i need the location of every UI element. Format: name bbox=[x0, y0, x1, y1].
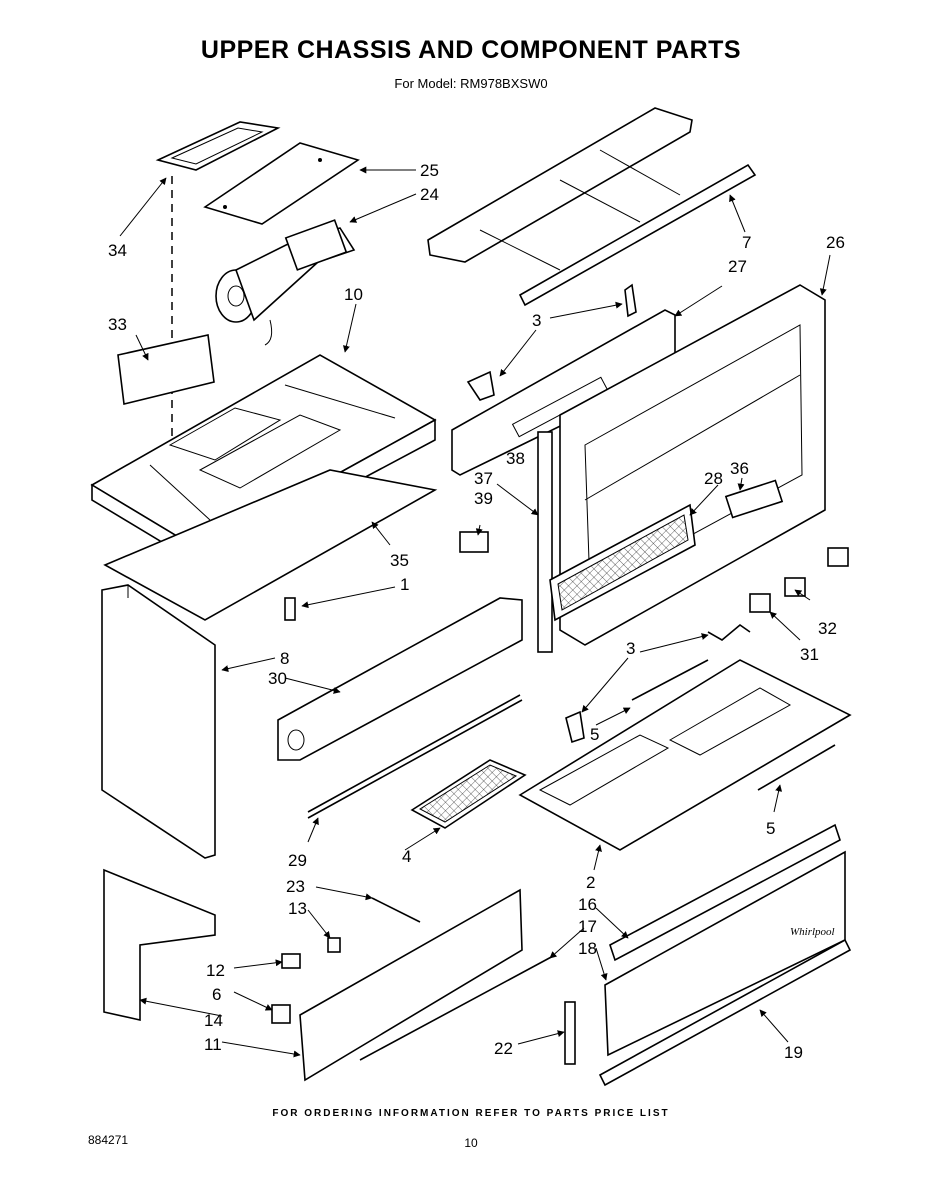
part-39-connector bbox=[459, 531, 489, 553]
part-19-trim bbox=[598, 938, 852, 1087]
callout-14: 14 bbox=[204, 1011, 223, 1030]
callout-35: 35 bbox=[390, 551, 409, 570]
part-30-bar bbox=[277, 597, 523, 761]
part-34-bracket bbox=[155, 121, 281, 171]
callout-39: 39 bbox=[474, 489, 493, 508]
callout-31: 31 bbox=[800, 645, 819, 664]
part-32-knob-a bbox=[784, 577, 806, 597]
callout-36: 36 bbox=[730, 459, 749, 478]
part-3-bracket-left bbox=[466, 370, 495, 401]
part-14-bracket bbox=[103, 868, 216, 1021]
part-32-knob-b bbox=[827, 547, 849, 567]
part-28-mesh-panel bbox=[549, 503, 696, 622]
part-25-plate bbox=[203, 142, 360, 225]
part-38-trim-strip bbox=[537, 431, 553, 653]
callout-37: 37 bbox=[474, 469, 493, 488]
part-4-filter bbox=[410, 759, 527, 829]
part-29-rod bbox=[307, 694, 521, 813]
part-2-lower-chassis bbox=[518, 659, 852, 851]
callout-3-mid: 3 bbox=[626, 639, 635, 658]
part-5-rod-b bbox=[757, 744, 836, 791]
part-33-plate bbox=[117, 334, 215, 405]
callout-12: 12 bbox=[206, 961, 225, 980]
callout-8: 8 bbox=[280, 649, 289, 668]
callout-28: 28 bbox=[704, 469, 723, 488]
callout-19: 19 bbox=[784, 1043, 803, 1062]
callout-22: 22 bbox=[494, 1039, 513, 1058]
callout-3-top: 3 bbox=[532, 311, 541, 330]
part-36-clips bbox=[724, 479, 784, 519]
part-31-knob bbox=[749, 593, 771, 613]
callout-24: 24 bbox=[420, 185, 439, 204]
callout-33: 33 bbox=[108, 315, 127, 334]
callout-16: 16 bbox=[578, 895, 597, 914]
callout-18: 18 bbox=[578, 939, 597, 958]
model-subtitle: For Model: RM978BXSW0 bbox=[394, 76, 548, 91]
callout-30: 30 bbox=[268, 669, 287, 688]
ordering-note: FOR ORDERING INFORMATION REFER TO PARTS … bbox=[272, 1108, 670, 1119]
callout-11: 11 bbox=[204, 1035, 222, 1054]
part-16-front-panel: Whirlpool bbox=[604, 823, 846, 1057]
part-24-motor bbox=[215, 219, 356, 346]
callout-34: 34 bbox=[108, 241, 127, 260]
part-11-hood bbox=[299, 888, 556, 1082]
part-12-part bbox=[281, 953, 301, 969]
page-title: UPPER CHASSIS AND COMPONENT PARTS bbox=[200, 36, 742, 64]
part-1-clip bbox=[284, 597, 296, 621]
document-number: 884271 bbox=[88, 1133, 129, 1147]
callout-6: 6 bbox=[212, 985, 221, 1004]
part-3-bracket-mid bbox=[707, 623, 751, 641]
callout-2: 2 bbox=[586, 873, 595, 892]
callout-32: 32 bbox=[818, 619, 837, 638]
callout-13: 13 bbox=[288, 899, 307, 918]
callout-5-right: 5 bbox=[766, 819, 775, 838]
callout-25: 25 bbox=[420, 161, 439, 180]
part-7-top-frame bbox=[427, 107, 757, 307]
part-3-bracket-low bbox=[565, 710, 585, 744]
callout-5-left: 5 bbox=[590, 725, 599, 744]
part-22-trim bbox=[564, 1001, 576, 1065]
part-8-side-panel bbox=[101, 584, 216, 859]
callout-23: 23 bbox=[286, 877, 305, 896]
part-13-part bbox=[327, 937, 341, 953]
callout-29: 29 bbox=[288, 851, 307, 870]
part-35-panel bbox=[103, 469, 438, 621]
callout-1: 1 bbox=[400, 575, 409, 594]
callout-numbers: 25 24 34 10 33 7 26 27 3 38 36 37 39 28 … bbox=[108, 161, 845, 1062]
part-3-bracket-top bbox=[624, 283, 637, 318]
leader-lines bbox=[119, 166, 831, 1058]
callout-27: 27 bbox=[728, 257, 747, 276]
page-number: 10 bbox=[464, 1136, 478, 1150]
callout-26: 26 bbox=[826, 233, 845, 252]
part-23-part bbox=[371, 897, 421, 923]
callout-38: 38 bbox=[506, 449, 525, 468]
callout-4: 4 bbox=[402, 847, 411, 866]
callout-10: 10 bbox=[344, 285, 363, 304]
part-5-rod-a bbox=[631, 659, 709, 701]
whirlpool-logo: Whirlpool bbox=[790, 926, 835, 938]
callout-7: 7 bbox=[742, 233, 751, 252]
callout-17: 17 bbox=[578, 917, 597, 936]
part-6-part bbox=[271, 1004, 291, 1024]
